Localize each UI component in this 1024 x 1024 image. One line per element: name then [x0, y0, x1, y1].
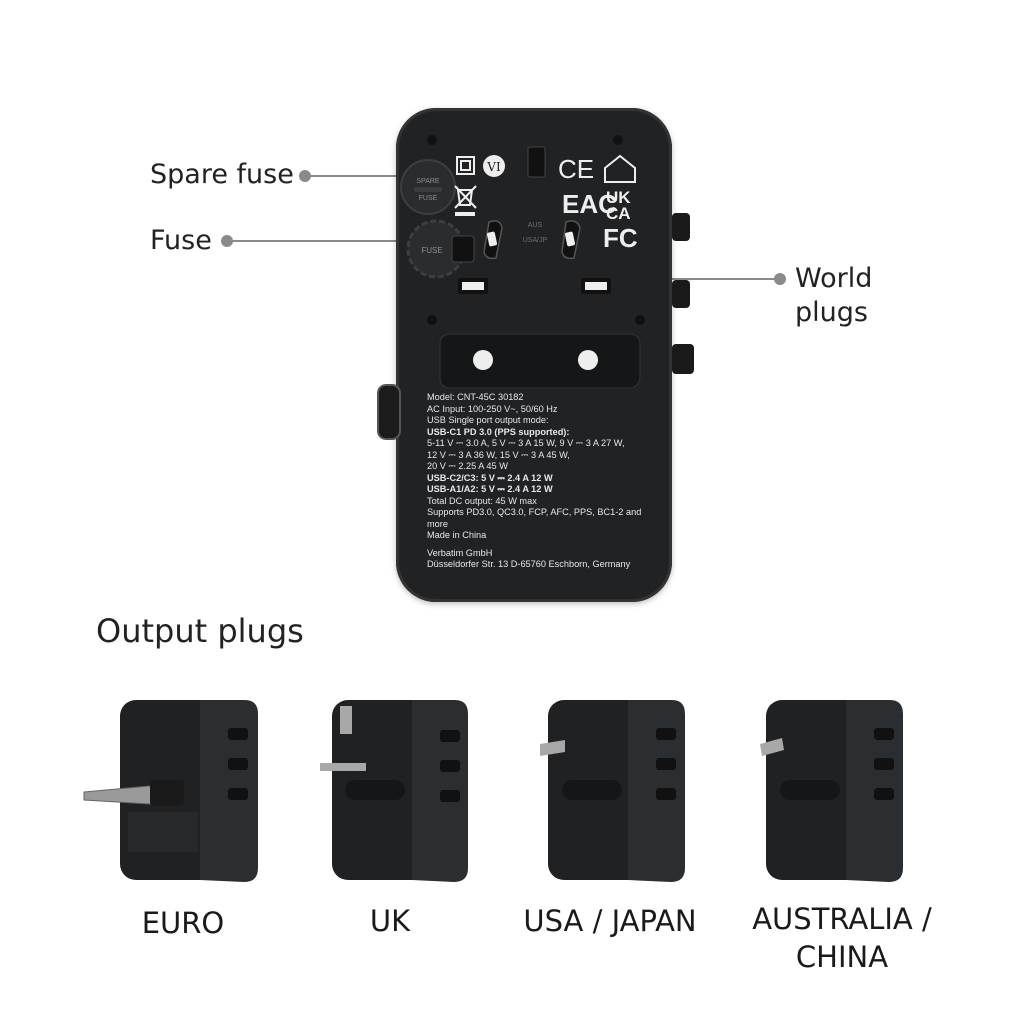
- plug-label-uk: UK: [369, 904, 411, 938]
- indoor-use-icon: [604, 154, 636, 183]
- plug-label-australia-line1: AUSTRALIA /: [752, 902, 932, 936]
- plug-label-usa-japan: USA / JAPAN: [523, 904, 697, 938]
- rating-label-line: 5-11 V ⎓ 3.0 A, 5 V ⎓ 3 A 15 W, 9 V ⎓ 3 …: [427, 438, 625, 448]
- world-plugs-label-line2: plugs: [795, 297, 868, 328]
- eac-mark: EAC: [562, 189, 617, 219]
- usb-a-port: [527, 146, 546, 178]
- spare-fuse-text1: SPARE: [416, 178, 440, 185]
- spare-fuse-text2: FUSE: [419, 195, 438, 202]
- thumbnail-usa-japan: [540, 700, 685, 882]
- mode-text-aus: AUS: [528, 222, 543, 229]
- thumbnail-australia-china: [760, 700, 903, 882]
- euro-socket: [439, 333, 641, 389]
- euro-pin-hole-left: [473, 350, 493, 370]
- plug-label-china-line2: CHINA: [795, 940, 889, 974]
- euro-pin-hole-right: [578, 350, 598, 370]
- rating-label-line: USB Single port output mode:: [427, 415, 549, 425]
- fuse-text: FUSE: [421, 246, 442, 255]
- rating-label-line: 12 V ⎓ 3 A 36 W, 15 V ⎓ 3 A 45 W,: [427, 449, 570, 460]
- rating-label-line: Verbatim GmbH: [427, 547, 493, 558]
- double-insulation-icon: [456, 156, 475, 175]
- usb-c-port: [377, 384, 401, 440]
- ce-mark: CE: [558, 154, 594, 184]
- screw-1: [427, 135, 437, 145]
- world-plugs-callout-label: World plugs: [795, 262, 872, 330]
- vi-mark-icon: [483, 155, 505, 177]
- mode-text-usajp: USA/JP: [523, 237, 548, 244]
- rating-label-line: Düsseldorfer Str. 13 D-65760 Eschborn, G…: [427, 559, 631, 569]
- plug-label-euro: EURO: [141, 906, 225, 940]
- ukca-mark-line2: CA: [606, 204, 631, 223]
- rating-label-line: USB-C1 PD 3.0 (PPS supported):: [427, 426, 570, 437]
- rating-label-line: more: [427, 518, 448, 529]
- world-plugs-label-line1: World: [795, 263, 873, 294]
- earth-slot: [451, 235, 475, 263]
- screw-4: [635, 315, 645, 325]
- rating-label-line: Supports PD3.0, QC3.0, FCP, AFC, PPS, BC…: [427, 507, 642, 517]
- slider-knob-3: [672, 344, 694, 374]
- rating-label-line: USB-C2/C3: 5 V ⎓ 2.4 A 12 W: [427, 472, 553, 483]
- thumbnail-euro: [83, 700, 258, 882]
- rating-label-line: 20 V ⎓ 2.25 A 45 W: [427, 461, 508, 471]
- screw-2: [613, 135, 623, 145]
- rating-label-line: Made in China: [427, 530, 487, 540]
- fcc-mark: FC: [603, 223, 638, 253]
- spare-fuse-callout-label: Spare fuse: [150, 159, 294, 190]
- plug-label-australia-china: AUSTRALIA / CHINA: [742, 900, 942, 976]
- rating-label-line: Model: CNT-45C 30182: [427, 392, 524, 402]
- slider-knob-2: [672, 280, 690, 308]
- weee-bin-icon: [454, 185, 477, 209]
- slider-knob-1: [672, 213, 690, 241]
- thumbnail-uk: [320, 700, 468, 882]
- rating-label-line: Total DC output: 45 W max: [427, 495, 537, 506]
- output-plugs-title: Output plugs: [96, 612, 304, 650]
- vi-mark-text: VI: [486, 160, 501, 174]
- fuse-callout-label: Fuse: [150, 225, 212, 256]
- screw-3: [427, 315, 437, 325]
- rating-label-line: USB-A1/A2: 5 V ⎓ 2.4 A 12 W: [427, 484, 553, 494]
- ukca-mark-line1: UK: [606, 188, 631, 207]
- rating-label-line: AC Input: 100-250 V~, 50/60 Hz: [427, 403, 558, 414]
